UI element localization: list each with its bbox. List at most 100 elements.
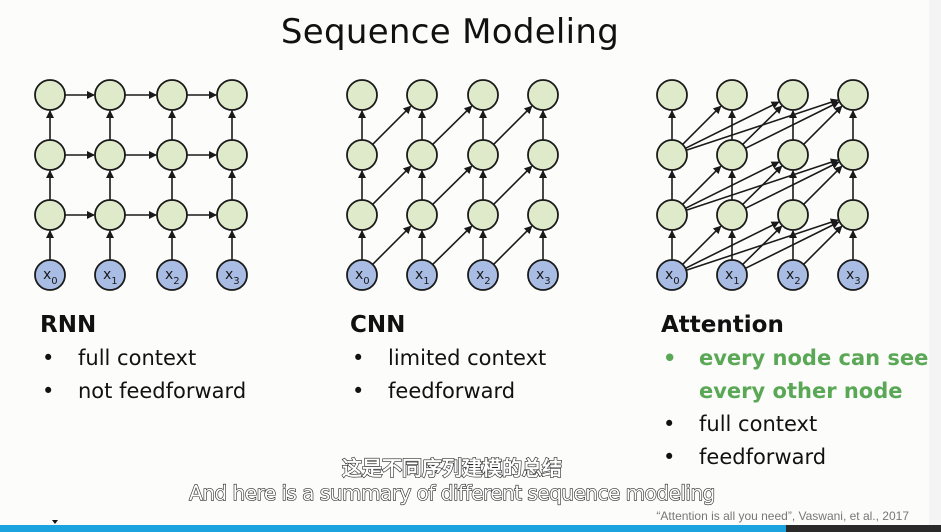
hidden-node: [527, 199, 559, 231]
hidden-node-circle: [34, 199, 66, 231]
connection-arrow: [745, 221, 840, 270]
hidden-node-circle: [527, 79, 559, 111]
input-node-circle: [156, 259, 188, 291]
edges: [46, 91, 236, 260]
hidden-node-circle: [527, 199, 559, 231]
cnn-bullet: •limited context: [350, 342, 546, 375]
hidden-node-circle: [406, 79, 438, 111]
hidden-node-circle: [777, 139, 809, 171]
hidden-node-circle: [216, 79, 248, 111]
connection-arrow: [803, 225, 843, 265]
hidden-node: [777, 199, 809, 231]
edges: [358, 105, 547, 266]
input-node-circle: [837, 259, 869, 291]
cnn-heading: CNN: [350, 312, 406, 338]
connection-arrow: [803, 105, 843, 145]
bullet-dot: •: [42, 346, 55, 370]
connection-arrow: [372, 165, 412, 205]
hidden-node: [837, 79, 869, 111]
hidden-node-circle: [716, 199, 748, 231]
hidden-node-circle: [837, 79, 869, 111]
hidden-node: [34, 139, 66, 171]
hidden-node-circle: [527, 139, 559, 171]
input-node-circle: [406, 259, 438, 291]
hidden-node: [467, 79, 499, 111]
input-node-circle: [656, 259, 688, 291]
hidden-node: [406, 139, 438, 171]
hidden-node: [346, 139, 378, 171]
input-node-circle: [716, 259, 748, 291]
input-node: x2: [467, 259, 499, 291]
hidden-node: [346, 199, 378, 231]
hidden-node: [216, 79, 248, 111]
hidden-node-circle: [467, 79, 499, 111]
progress-bar[interactable]: [0, 525, 941, 532]
attention-bullet: •feedforward: [661, 441, 928, 474]
bullet-dot: •: [352, 379, 365, 403]
hidden-node-circle: [156, 199, 188, 231]
rnn-description: RNN •full context •not feedforward: [40, 312, 246, 408]
hidden-node-circle: [656, 139, 688, 171]
hidden-node: [156, 139, 188, 171]
hidden-node-circle: [467, 139, 499, 171]
hidden-node-circle: [406, 139, 438, 171]
input-node: x2: [777, 259, 809, 291]
attention-bullet: •full context: [661, 408, 928, 441]
input-node-circle: [216, 259, 248, 291]
connection-arrow: [803, 165, 843, 205]
bullet-dot: •: [352, 346, 365, 370]
hidden-node: [777, 79, 809, 111]
hidden-node: [527, 79, 559, 111]
input-node: x1: [94, 259, 126, 291]
connection-arrow: [685, 101, 780, 150]
hidden-node: [837, 199, 869, 231]
input-node: x0: [656, 259, 688, 291]
hidden-node: [656, 79, 688, 111]
bullet-dot: •: [663, 346, 677, 370]
hidden-node: [216, 139, 248, 171]
hidden-node-circle: [467, 199, 499, 231]
hidden-node: [156, 79, 188, 111]
hidden-node: [656, 139, 688, 171]
connection-arrow: [493, 105, 533, 145]
attention-bullet-highlight: •every node can see: [661, 342, 928, 375]
hidden-node: [527, 139, 559, 171]
hidden-node-circle: [716, 139, 748, 171]
input-node-circle: [777, 259, 809, 291]
connection-arrow: [493, 165, 533, 205]
hidden-node: [156, 199, 188, 231]
hidden-node: [716, 199, 748, 231]
hidden-node-circle: [346, 79, 378, 111]
input-node: x3: [527, 259, 559, 291]
hidden-node-circle: [777, 199, 809, 231]
input-node: x3: [837, 259, 869, 291]
hidden-node: [34, 79, 66, 111]
input-node: x0: [346, 259, 378, 291]
hidden-node-circle: [94, 139, 126, 171]
connection-arrow: [682, 225, 722, 265]
hidden-node: [837, 139, 869, 171]
connection-arrow: [372, 105, 412, 145]
attention-heading: Attention: [661, 312, 784, 338]
hidden-node-circle: [94, 79, 126, 111]
connection-arrow: [745, 161, 840, 210]
connection-arrow: [685, 161, 780, 210]
hidden-node: [94, 199, 126, 231]
edges: [668, 98, 857, 272]
input-node: x1: [406, 259, 438, 291]
mouse-cursor-icon: [52, 520, 58, 524]
hidden-node: [656, 199, 688, 231]
hidden-node-circle: [716, 79, 748, 111]
input-node-circle: [467, 259, 499, 291]
cnn-bullet: •feedforward: [350, 375, 546, 408]
hidden-node-circle: [346, 139, 378, 171]
hidden-node-circle: [656, 199, 688, 231]
rnn-bullet: •not feedforward: [40, 375, 246, 408]
hidden-node: [94, 79, 126, 111]
connection-arrow: [682, 105, 722, 145]
